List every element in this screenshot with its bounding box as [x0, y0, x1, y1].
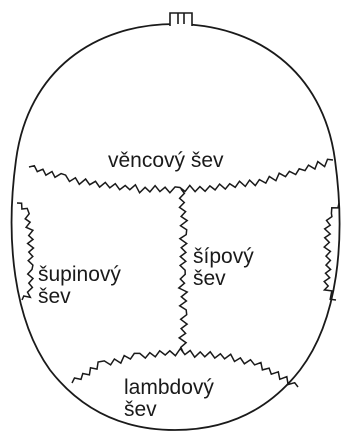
- lambdoid-suture-label-line2: šev: [124, 399, 214, 421]
- sagittal-suture-label-line1: šípový: [193, 246, 254, 268]
- squamous-suture-label: šupinový šev: [38, 264, 121, 308]
- coronal-suture-label: věncový šev: [108, 150, 224, 172]
- coronal-suture-label-text: věncový šev: [108, 150, 224, 172]
- lambdoid-suture-label-line1: lambdový: [124, 377, 214, 399]
- skull-outline: [12, 24, 340, 430]
- sagittal-suture-label: šípový šev: [193, 246, 254, 290]
- squamous-suture-label-line1: šupinový: [38, 264, 121, 286]
- frontal-protrusion: [170, 13, 192, 26]
- sagittal-suture-label-line2: šev: [193, 268, 254, 290]
- lambdoid-suture-label: lambdový šev: [124, 377, 214, 421]
- squamous-suture-label-line2: šev: [38, 286, 121, 308]
